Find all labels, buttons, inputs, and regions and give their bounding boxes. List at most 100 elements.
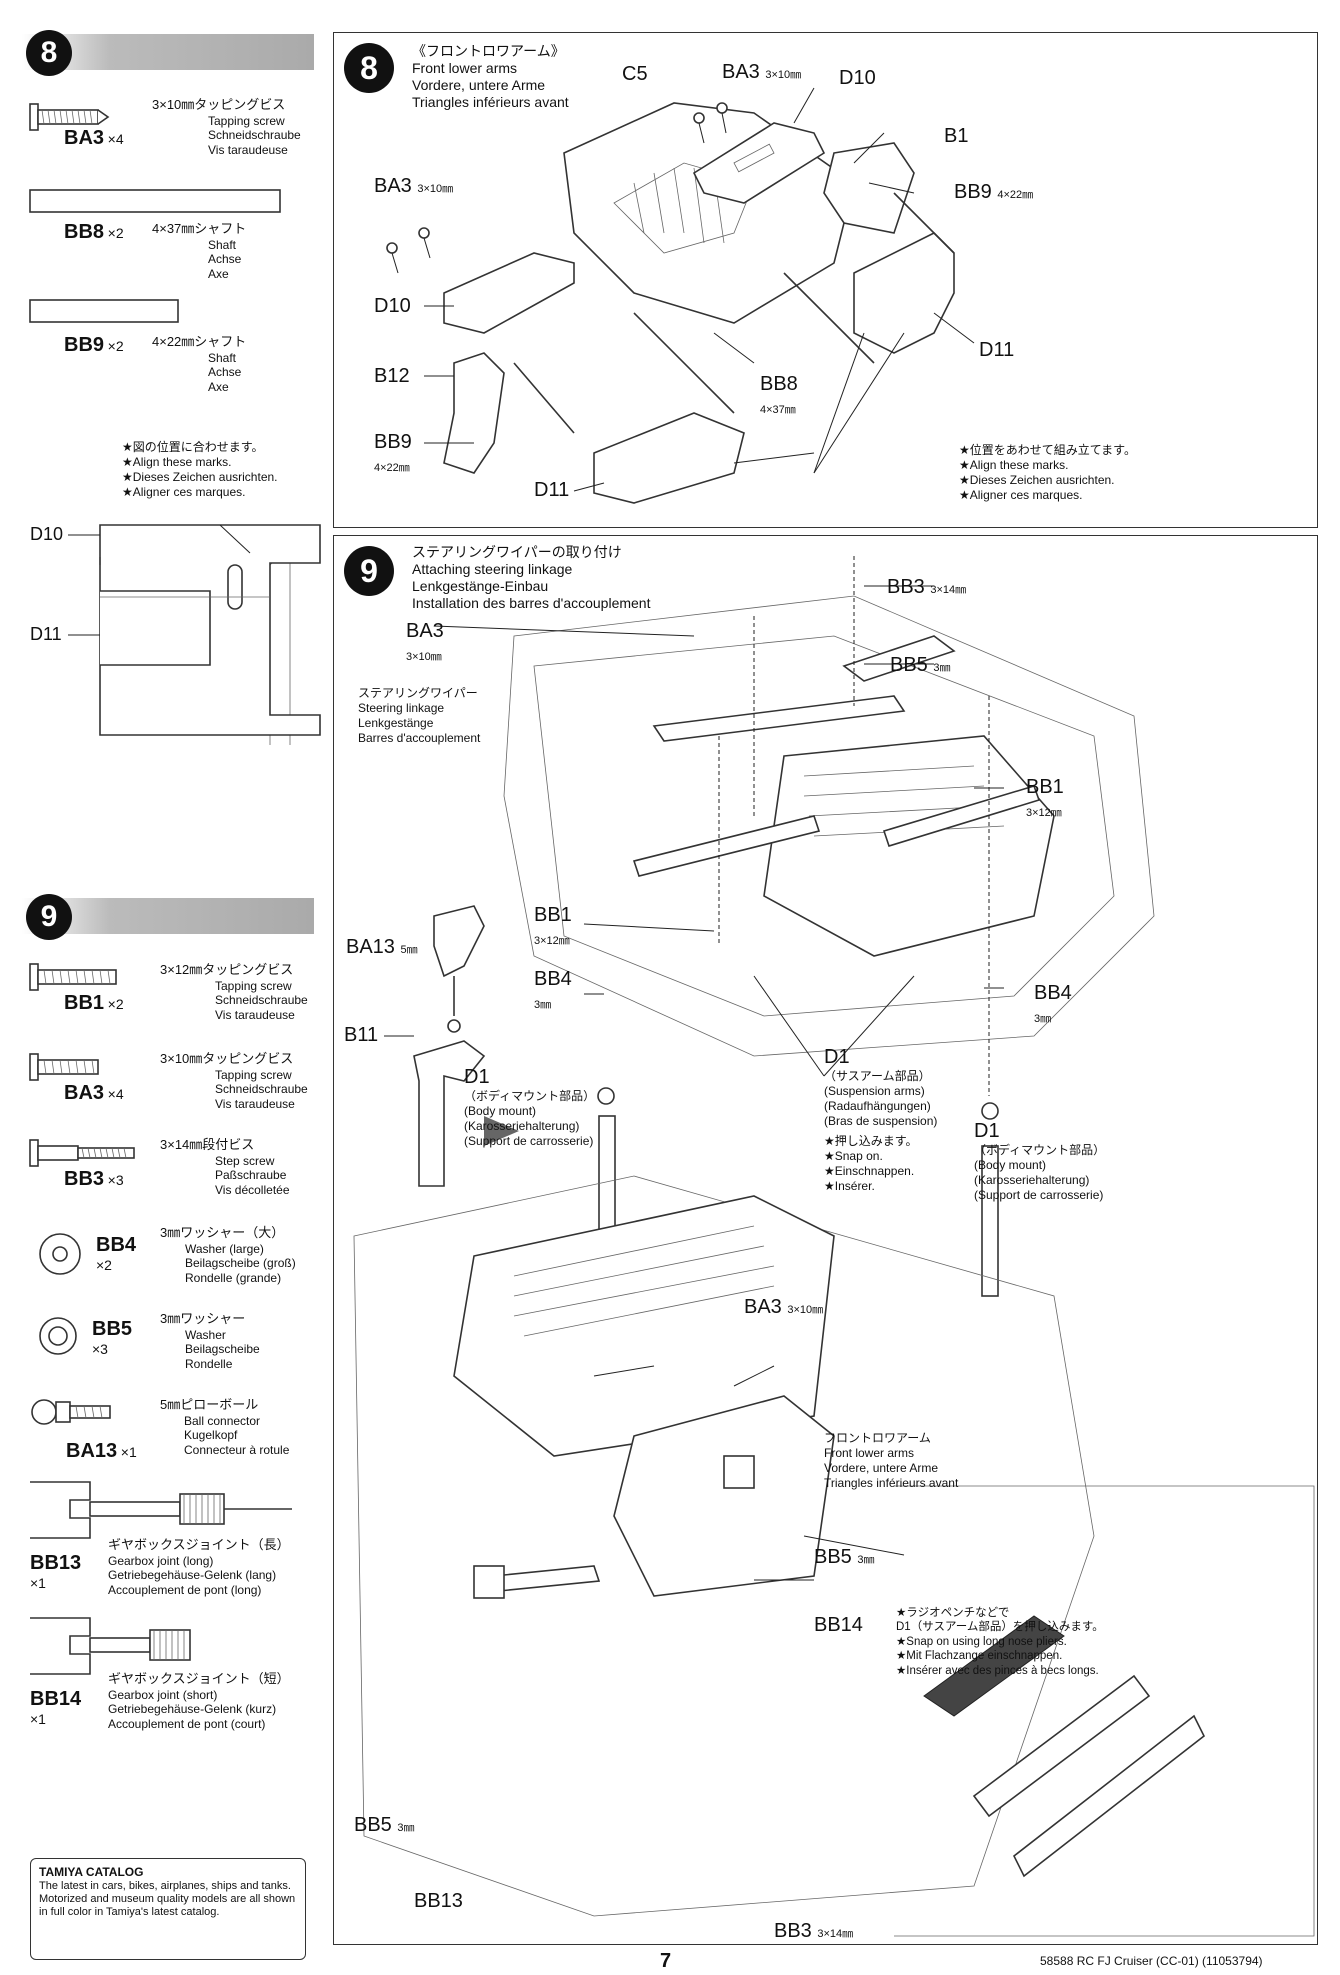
label-d10-left: D10: [374, 295, 411, 317]
part-bb8-spec: 4×37㎜シャフト: [152, 221, 247, 236]
part-bb3-spec: 3×14㎜段付ビス: [160, 1137, 255, 1152]
step-8-number: 8: [26, 30, 72, 76]
panel-9-number: 9: [344, 546, 394, 596]
part-bb5-code: BB5×3: [92, 1318, 133, 1357]
d1-suspension-arms-note: （サスアーム部品）(Suspension arms)(Radaufhängung…: [824, 1069, 938, 1128]
screw-icon: [29, 103, 110, 131]
washer-icon: [39, 1233, 81, 1275]
part-ba3-spec: 3×10㎜タッピングビス: [152, 97, 286, 112]
part-ba3-code: BA3 ×4: [64, 127, 124, 149]
part-bb4-desc: Washer (large)Beilagscheibe (groß)Rondel…: [185, 1242, 296, 1285]
part-bb13-desc: Gearbox joint (long)Getriebegehäuse-Gele…: [108, 1554, 277, 1597]
product-code: 58588 RC FJ Cruiser (CC-01) (11053794): [1040, 1954, 1263, 1968]
label-ba3-lower: BA3 3×10㎜: [744, 1296, 824, 1318]
part-bb4-code: BB4×2: [96, 1234, 137, 1273]
d10-d11-detail-drawing: [68, 524, 321, 745]
label-bb5-top: BB5 3㎜: [890, 654, 951, 676]
part-bb5-spec: 3㎜ワッシャー: [160, 1311, 246, 1326]
snap-on-note: ★押し込みます。★Snap on.★Einschnappen.★Insérer.: [824, 1134, 918, 1193]
label-d1-left: D1: [464, 1066, 490, 1088]
part-bb14-desc: Gearbox joint (short)Getriebegehäuse-Gel…: [108, 1688, 277, 1731]
gearbox-joint-icon: [30, 1481, 292, 1539]
detail-d11-label: D11: [30, 624, 62, 644]
detail-d10-label: D10: [30, 524, 64, 544]
part-bb1-spec: 3×12㎜タッピングビス: [160, 962, 294, 977]
panel-8-number: 8: [344, 43, 394, 93]
front-lower-arms-assembly-drawing: [386, 87, 975, 504]
part-bb13-spec: ギヤボックスジョイント（長）: [108, 1537, 290, 1552]
label-b12: B12: [374, 365, 410, 387]
part-bb3-code: BB3 ×3: [64, 1168, 124, 1190]
step-screw-icon: [29, 1139, 135, 1167]
label-d11-bottom: D11: [534, 479, 570, 501]
label-bb3-top: BB3 3×14㎜: [887, 576, 967, 598]
part-bb9-code: BB9 ×2: [64, 334, 124, 356]
label-c5: C5: [622, 63, 648, 85]
label-ba3-left: BA3 3×10㎜: [374, 175, 454, 197]
catalog-title: TAMIYA CATALOG: [39, 1865, 144, 1879]
part-bb14-code: BB14×1: [30, 1688, 82, 1727]
gearbox-joint-icon: [30, 1617, 191, 1675]
d1-body-mount-note-right: （ボディマウント部品）(Body mount)(Karosseriehalter…: [974, 1143, 1106, 1202]
part-bb8-code: BB8 ×2: [64, 221, 124, 243]
label-ba13: BA13 5㎜: [346, 936, 418, 958]
label-bb14: BB14: [814, 1614, 863, 1636]
screw-icon: [29, 1053, 99, 1081]
screw-icon: [29, 963, 117, 991]
shaft-icon: [29, 299, 179, 323]
part-bb14-spec: ギヤボックスジョイント（短）: [108, 1671, 290, 1686]
label-bb5-mid: BB5 3㎜: [814, 1546, 875, 1568]
label-d11-right: D11: [979, 339, 1015, 361]
part-bb1-code: BB1 ×2: [64, 992, 124, 1014]
part-bb9-spec: 4×22㎜シャフト: [152, 334, 247, 349]
label-b11: B11: [344, 1024, 379, 1046]
tamiya-catalog-box: TAMIYA CATALOG The latest in cars, bikes…: [30, 1858, 306, 1960]
shaft-icon: [29, 189, 281, 213]
label-bb13: BB13: [414, 1890, 463, 1912]
part-ba13-spec: 5㎜ピローボール: [160, 1397, 259, 1412]
part-ba3-code: BA3 ×4: [64, 1082, 124, 1104]
label-ba3-top: BA3 3×10㎜: [722, 61, 802, 83]
label-bb5-bottom: BB5 3㎜: [354, 1814, 415, 1836]
d1-body-mount-note-left: （ボディマウント部品）(Body mount)(Karosseriehalter…: [464, 1089, 596, 1148]
ball-connector-icon: [31, 1399, 111, 1425]
part-bb4-spec: 3㎜ワッシャー（大）: [160, 1225, 285, 1240]
label-b1: B1: [944, 125, 969, 147]
catalog-body: The latest in cars, bikes, airplanes, sh…: [39, 1879, 296, 1919]
step-9-number: 9: [26, 894, 72, 940]
label-d1-right: D1: [974, 1120, 1000, 1142]
washer-icon: [39, 1317, 77, 1355]
label-bb3-bottom: BB3 3×14㎜: [774, 1920, 854, 1942]
part-ba3-spec: 3×10㎜タッピングビス: [160, 1051, 294, 1066]
label-d10-top: D10: [839, 67, 876, 89]
page-number: 7: [660, 1950, 672, 1972]
part-ba13-code: BA13 ×1: [66, 1440, 137, 1462]
chassis-steering-assembly-drawing: [353, 556, 1315, 1937]
panel-8-align-note: ★位置をあわせて組み立てます。★Align these marks.★Diese…: [959, 443, 1136, 502]
label-bb9-right: BB9 4×22㎜: [954, 181, 1034, 203]
part-bb13-code: BB13×1: [30, 1552, 82, 1591]
label-d1-mid: D1: [824, 1046, 850, 1068]
